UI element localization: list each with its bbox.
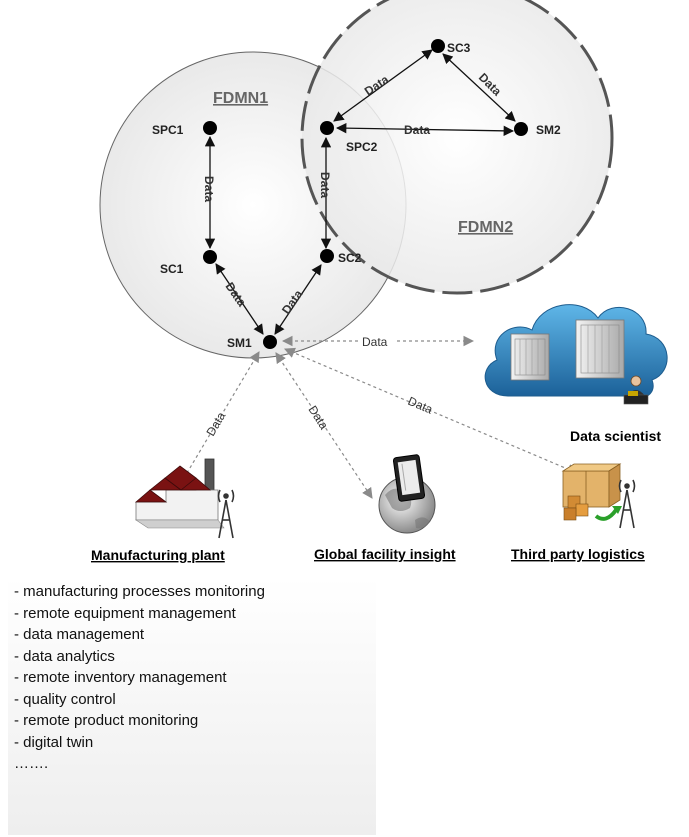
antenna-icon-logistics xyxy=(618,479,636,529)
node-sc1 xyxy=(203,250,217,264)
edge-sm1-third-party xyxy=(284,347,578,475)
globe-tablet-icon xyxy=(378,454,436,534)
nodes xyxy=(203,39,528,349)
node-label-sc1: SC1 xyxy=(160,262,184,276)
edge-label-spc2-sm2: Data xyxy=(404,123,430,137)
service-item: - digital twin xyxy=(14,733,94,751)
node-spc2 xyxy=(320,121,334,135)
factory-icon xyxy=(134,458,225,529)
scientist-person-icon xyxy=(623,375,649,405)
fdmn1-title: FDMN1 xyxy=(213,90,268,107)
fdmn2-title: FDMN2 xyxy=(458,219,513,236)
service-item: - remote equipment management xyxy=(14,604,236,622)
entity-label-data-scientist: Data scientist xyxy=(570,428,661,444)
edge-sc1-sm1 xyxy=(215,263,264,335)
services-list-panel: - manufacturing processes monitoring - r… xyxy=(8,577,376,835)
entity-label-manufacturing-plant: Manufacturing plant xyxy=(91,547,225,563)
dashed-edges xyxy=(180,335,578,499)
node-label-sm1: SM1 xyxy=(227,336,252,350)
edge-sm1-manufacturing-plant xyxy=(180,351,260,484)
node-spc1 xyxy=(203,121,217,135)
node-label-sm2: SM2 xyxy=(536,123,561,137)
edge-label-sm1-manufacturing: Data xyxy=(203,409,228,438)
node-sm1 xyxy=(263,335,277,349)
service-item: - remote inventory management xyxy=(14,669,227,686)
node-label-sc2: SC2 xyxy=(338,251,362,265)
node-sc3 xyxy=(431,39,445,53)
edge-label-sm1-global-facility: Data xyxy=(305,403,331,432)
node-label-spc2: SPC2 xyxy=(346,140,378,154)
edge-label-sm1-data-scientist: Data xyxy=(362,335,388,349)
edge-sc3-sm2 xyxy=(442,53,516,122)
solid-edges xyxy=(204,49,516,335)
cloud-server-icon xyxy=(484,304,668,399)
service-item: - quality control xyxy=(14,690,116,708)
entity-label-third-party-logistics: Third party logistics xyxy=(511,546,645,562)
node-sm2 xyxy=(514,122,528,136)
antenna-icon xyxy=(217,489,235,539)
edge-label-spc2-sc2: Data xyxy=(318,172,332,198)
node-sc2 xyxy=(320,249,334,263)
edge-spc2-sc3 xyxy=(333,49,433,122)
services-list: - manufacturing processes monitoring - r… xyxy=(8,577,376,775)
service-item-ellipsis: ……. xyxy=(14,755,49,772)
edge-label-spc1-sc1: Data xyxy=(202,176,216,202)
entity-label-global-facility: Global facility insight xyxy=(314,546,456,562)
service-item: - remote product monitoring xyxy=(14,712,199,729)
node-label-sc3: SC3 xyxy=(447,41,471,55)
edge-spc2-sm2 xyxy=(335,122,515,137)
node-label-spc1: SPC1 xyxy=(152,123,184,137)
service-item: - manufacturing processes monitoring xyxy=(14,583,265,600)
edge-label-sm1-third-party: Data xyxy=(406,394,435,417)
service-item: - data analytics xyxy=(14,647,115,665)
edge-sc2-sm1 xyxy=(274,264,322,335)
service-item: - data management xyxy=(14,626,145,643)
truck-boxes-icon xyxy=(561,463,622,521)
